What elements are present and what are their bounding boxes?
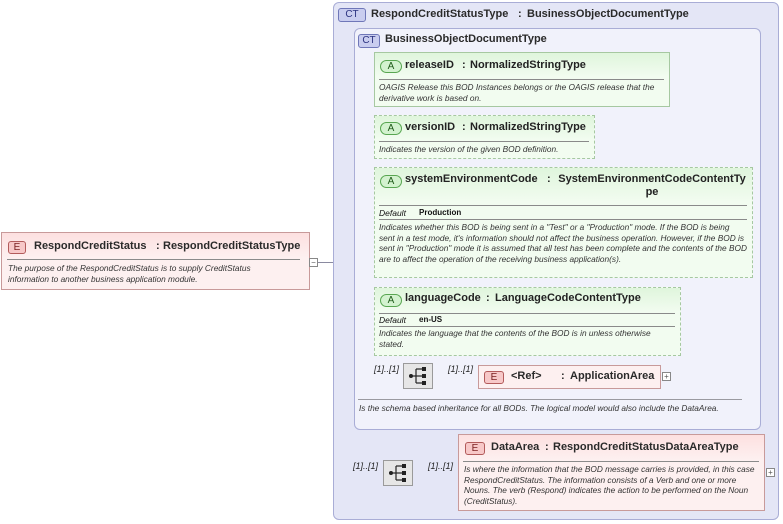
attribute-description: Indicates the version of the given BOD d… <box>379 144 559 154</box>
data-area-elem-cardinality: [1]..[1] <box>428 461 454 471</box>
plus-icon[interactable]: + <box>662 372 671 381</box>
attribute-default-label: Default <box>379 315 406 325</box>
attribute-type-sep: : <box>547 173 551 185</box>
attribute-release-id[interactable]: A releaseID : NormalizedStringType OAGIS… <box>374 52 670 107</box>
attribute-default-label: Default <box>379 208 406 218</box>
attribute-name: systemEnvironmentCode <box>405 173 538 185</box>
attribute-description: OAGIS Release this BOD Instances belongs… <box>379 82 655 103</box>
element-name: ApplicationArea <box>570 370 655 382</box>
attribute-type: NormalizedStringType <box>470 121 586 133</box>
attribute-type: NormalizedStringType <box>470 59 586 71</box>
attribute-type: LanguageCodeContentType <box>495 292 641 304</box>
sequence-compositor-icon[interactable] <box>383 460 413 486</box>
attribute-name: languageCode <box>405 292 481 304</box>
complex-type-sep: : <box>518 8 522 20</box>
element-badge: E <box>484 371 504 384</box>
attribute-type: SystemEnvironmentCodeContentType <box>558 173 746 198</box>
data-area-element[interactable]: E DataArea : RespondCreditStatusDataArea… <box>458 434 765 511</box>
attribute-description: Indicates the language that the contents… <box>379 328 651 349</box>
attribute-name: releaseID <box>405 59 454 71</box>
attribute-badge: A <box>380 294 402 307</box>
root-element-box[interactable]: E RespondCreditStatus : RespondCreditSta… <box>1 232 310 290</box>
attribute-badge: A <box>380 60 402 73</box>
element-type-sep: : <box>561 370 565 382</box>
attribute-system-environment-code[interactable]: A systemEnvironmentCode : SystemEnvironm… <box>374 167 753 278</box>
attribute-type-sep: : <box>486 292 490 304</box>
attribute-default-value: en-US <box>419 315 443 324</box>
element-description: Is where the information that the BOD me… <box>464 464 755 506</box>
application-area-element[interactable]: E <Ref> : ApplicationArea <box>478 365 661 389</box>
data-area-seq-cardinality: [1]..[1] <box>353 461 379 471</box>
root-element-type: RespondCreditStatusType <box>163 240 301 252</box>
attribute-type-sep: : <box>462 121 466 133</box>
base-type-name: BusinessObjectDocumentType <box>385 33 547 45</box>
complex-type-badge: CT <box>338 8 366 22</box>
attribute-name: versionID <box>405 121 456 133</box>
base-type-badge: CT <box>358 34 380 48</box>
element-badge: E <box>8 241 26 254</box>
complex-type-name: RespondCreditStatusType <box>371 8 509 20</box>
element-ref-label: <Ref> <box>511 370 542 382</box>
attribute-badge: A <box>380 122 402 135</box>
attribute-language-code[interactable]: A languageCode : LanguageCodeContentType… <box>374 287 681 356</box>
plus-icon[interactable]: + <box>766 468 775 477</box>
root-element-type-sep: : <box>156 240 160 252</box>
root-element-name: RespondCreditStatus <box>34 240 147 252</box>
app-area-elem-cardinality: [1]..[1] <box>448 364 474 374</box>
base-type-description: Is the schema based inheritance for all … <box>359 403 719 413</box>
attribute-type-sep: : <box>462 59 466 71</box>
attribute-default-value: Production <box>419 208 462 217</box>
root-element-description: The purpose of the RespondCreditStatus i… <box>8 263 251 284</box>
element-type-sep: : <box>545 441 549 453</box>
element-type: RespondCreditStatusDataAreaType <box>553 441 739 453</box>
minus-icon[interactable]: − <box>309 258 318 267</box>
attribute-description: Indicates whether this BOD is being sent… <box>379 222 747 264</box>
element-badge: E <box>465 442 485 455</box>
attribute-version-id[interactable]: A versionID : NormalizedStringType Indic… <box>374 115 595 159</box>
app-area-seq-cardinality: [1]..[1] <box>374 364 400 374</box>
element-name: DataArea <box>491 441 540 453</box>
sequence-compositor-icon[interactable] <box>403 363 433 389</box>
complex-type-base: BusinessObjectDocumentType <box>527 8 689 20</box>
connector-root-to-type <box>318 262 340 263</box>
attribute-badge: A <box>380 175 402 188</box>
